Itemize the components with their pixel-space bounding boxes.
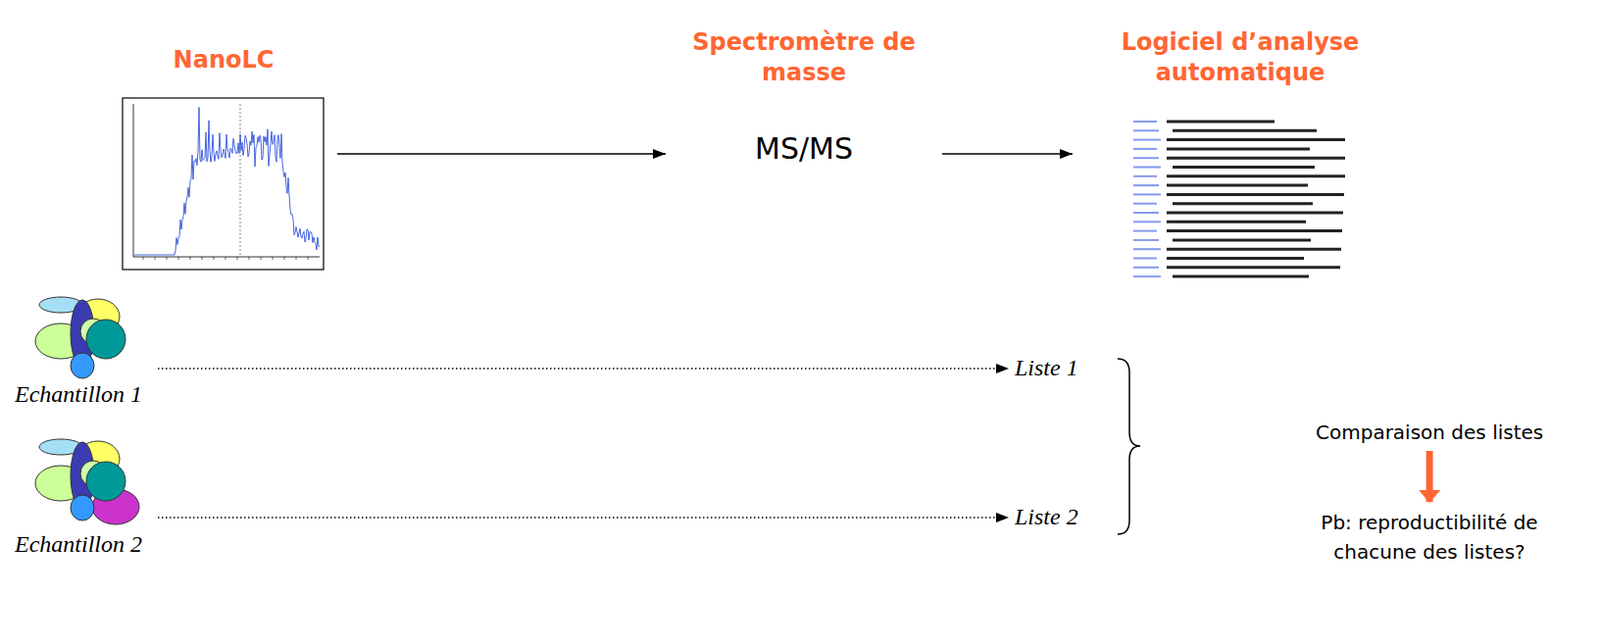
list-id-line [1133, 257, 1157, 260]
axis-tick [296, 256, 298, 260]
stage-title: Spectromètre de masse [671, 27, 937, 89]
protein-list-image [1133, 121, 1346, 277]
node-text: Liste 2 [1014, 502, 1079, 532]
node-text: Echantillon 1 [4, 380, 152, 409]
node-text: Liste 1 [1014, 353, 1079, 383]
axis-tick [307, 256, 309, 260]
stage-title: NanoLC [115, 45, 332, 76]
chromatogram-marker [240, 103, 242, 257]
process-arrow [942, 152, 1073, 155]
stage-title: Logiciel d’analyse automatique [1078, 27, 1402, 89]
list-id-line [1133, 175, 1157, 178]
sample-icon: Echantillon 2 [4, 432, 152, 559]
list-entry-line [1166, 174, 1346, 178]
list-entry-line [1166, 256, 1304, 260]
list-entry-line [1166, 147, 1310, 150]
list-entry-line [1166, 156, 1346, 160]
list-id-line [1133, 266, 1159, 269]
list-entry-line [1166, 265, 1341, 269]
sample-icon: Echantillon 1 [4, 292, 152, 409]
axis-tick [178, 256, 180, 260]
list-entry-line [1172, 129, 1317, 133]
list-id-line [1133, 193, 1161, 196]
protein-shape [86, 461, 126, 501]
chromatogram-axis [133, 256, 320, 258]
illustration-space [1078, 88, 1402, 285]
comparison-label: Comparaison des listes [1315, 419, 1544, 446]
axis-tick [213, 256, 215, 260]
axis-tick [260, 256, 262, 260]
curly-brace [1117, 358, 1141, 535]
illustration-space [115, 75, 332, 262]
list-entry-line [1166, 248, 1342, 251]
protein-mixture-icon [35, 439, 140, 525]
protein-shape [86, 319, 126, 359]
node-text: Pb: reproductibilité de chacune des list… [1301, 507, 1557, 567]
list-id-line [1133, 166, 1161, 169]
chromatogram-frame [122, 98, 324, 270]
list-entry-line [1172, 165, 1315, 169]
list-entry-line [1166, 120, 1275, 124]
list-entry-line [1172, 275, 1309, 279]
node-text: Comparaison des listes [1315, 419, 1544, 446]
list-id-line [1133, 211, 1159, 214]
node-text: MS/MS [671, 131, 937, 167]
list-id-line [1133, 275, 1161, 278]
list-entry-line [1166, 184, 1308, 188]
chromatogram [122, 98, 324, 270]
list-entry-line [1172, 238, 1311, 242]
list-id-line [1133, 220, 1161, 223]
dotted-arrow [157, 516, 1009, 518]
protein-shape [70, 352, 95, 379]
protein-shape [70, 495, 95, 521]
list-entry-line [1166, 220, 1306, 224]
list-id-line [1133, 202, 1157, 205]
list-id-line [1133, 248, 1161, 250]
list-entry-line [1166, 138, 1346, 142]
axis-tick [166, 256, 168, 260]
axis-tick [143, 256, 145, 260]
instrument-stage: NanoLC [115, 45, 332, 262]
list-entry-line [1166, 211, 1344, 215]
axis-tick [190, 256, 192, 260]
list-id-line [1133, 120, 1157, 123]
orange-arrow [1426, 450, 1434, 502]
process-arrow [337, 152, 666, 155]
list-id-line [1133, 139, 1161, 142]
axis-tick [284, 256, 286, 260]
protein-mixture-icon [35, 297, 126, 379]
axis-tick [237, 256, 239, 260]
chromatogram-ticks [143, 256, 308, 260]
node-text: Echantillon 2 [4, 530, 152, 559]
axis-tick [272, 256, 274, 260]
instrument-stage: Logiciel d’analyse automatique [1078, 27, 1402, 285]
axis-tick [154, 256, 156, 260]
problem-note: Pb: reproductibilité de chacune des list… [1301, 507, 1557, 567]
list-id-line [1133, 239, 1159, 242]
list-id-line [1133, 156, 1159, 159]
chromatogram-axis [133, 103, 135, 257]
chromatogram-trace [134, 106, 320, 255]
axis-tick [249, 256, 250, 260]
list-entry-line [1172, 201, 1313, 205]
list-entry-line [1166, 229, 1343, 233]
protein-list-lines [1133, 121, 1346, 277]
list-id-line [1133, 184, 1159, 187]
list-label: Liste 1 [1014, 353, 1079, 383]
list-id-line [1133, 230, 1157, 233]
list-id-line [1133, 129, 1159, 132]
axis-tick [225, 256, 227, 260]
instrument-stage: Spectromètre de masseMS/MS [671, 27, 937, 167]
axis-tick [201, 256, 203, 260]
icon-space [4, 292, 152, 381]
icon-space [4, 432, 152, 531]
list-id-line [1133, 148, 1157, 150]
list-entry-line [1166, 193, 1345, 197]
list-label: Liste 2 [1014, 502, 1079, 532]
dotted-arrow [157, 367, 1009, 369]
